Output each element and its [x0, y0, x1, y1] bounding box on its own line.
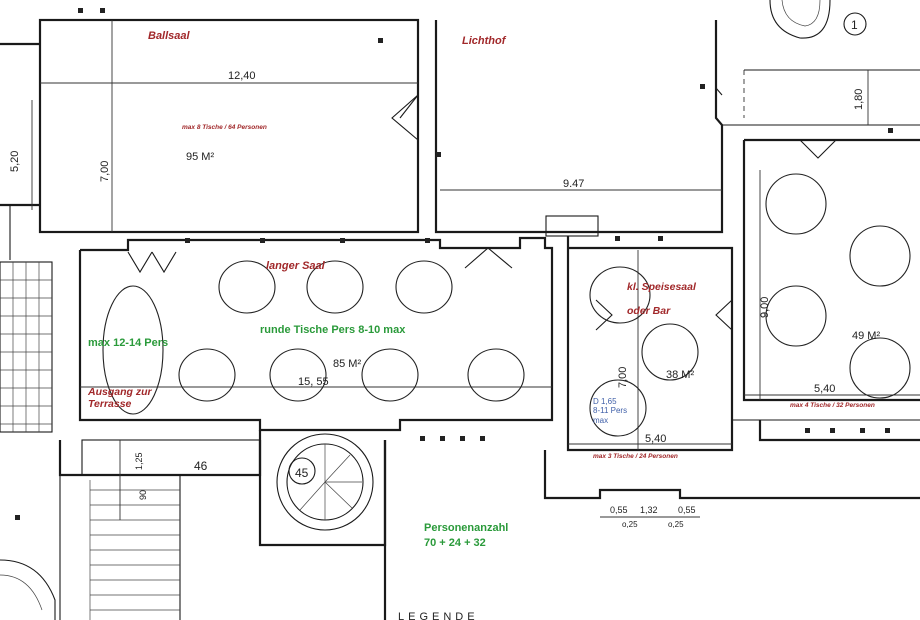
tables-note: runde Tische Pers 8-10 max: [260, 324, 406, 336]
ballsaal-area: 95 M²: [186, 151, 214, 163]
wall-pillars: [15, 8, 893, 520]
table: [178, 348, 236, 402]
langer-saal-outline: [78, 236, 554, 432]
dim-small-5: 0,55: [678, 505, 696, 515]
marker-1-label: 1: [851, 18, 858, 32]
dim-small-4: 1,32: [640, 505, 658, 515]
dimension-lines: [31, 20, 920, 520]
oval-table: [102, 285, 164, 415]
east-room-capacity: max 4 Tische / 32 Personen: [790, 402, 875, 409]
ballsaal-outline: [38, 18, 420, 234]
terrace-grid: [0, 261, 180, 620]
table-note-line3: max: [593, 416, 608, 425]
spiral-staircase: [276, 0, 867, 531]
ballsaal-capacity: max 8 Tische / 64 Personen: [182, 124, 267, 131]
langer-saal-length: 15, 55: [298, 376, 329, 388]
dim-small-7: o,25: [668, 520, 684, 529]
table: [849, 337, 911, 399]
lichthof-outline: [434, 20, 724, 234]
table: [589, 379, 647, 437]
ballsaal-width: 12,40: [228, 70, 256, 82]
exit-note-line2: Terrasse: [88, 398, 132, 410]
table: [395, 260, 453, 314]
dim-small-6: o,25: [622, 520, 638, 529]
tables: [102, 173, 911, 437]
kl-speisesaal-label-line2: oder Bar: [627, 305, 671, 317]
labels: Ballsaal max 8 Tische / 64 Personen 95 M…: [9, 18, 880, 620]
lichthof-width: 9.47: [563, 178, 584, 190]
dim-small-1: 1,25: [134, 452, 144, 470]
east-room-depth: 9,00: [759, 297, 771, 318]
stair-45-label: 45: [295, 466, 309, 480]
summary-formula: 70 + 24 + 32: [424, 537, 486, 549]
table: [269, 348, 327, 402]
ballsaal-label: Ballsaal: [148, 30, 191, 42]
kl-speisesaal-area: 38 M²: [666, 369, 694, 381]
ballsaal-side: 5,20: [9, 151, 21, 172]
table: [589, 266, 651, 324]
east-room-width: 5,40: [814, 383, 835, 395]
marker-circle: [843, 12, 867, 36]
exit-note-line1: Ausgang zur: [87, 386, 152, 398]
lichthof-side: 1,80: [853, 89, 865, 110]
table: [765, 173, 827, 235]
kl-speisesaal-width: 5,40: [645, 433, 666, 445]
table: [218, 260, 276, 314]
table: [641, 323, 699, 381]
east-room-outline: [742, 140, 920, 402]
oval-note: max 12-14 Pers: [88, 337, 168, 349]
stair-46-label: 46: [194, 459, 208, 473]
dim-small-3: 0,55: [610, 505, 628, 515]
table: [467, 348, 525, 402]
lichthof-label: Lichthof: [462, 35, 507, 47]
table: [306, 260, 364, 314]
kl-speisesaal-outline: [566, 236, 734, 452]
langer-saal-area: 85 M²: [333, 358, 361, 370]
kl-speisesaal-depth: 7,00: [617, 367, 629, 388]
ballsaal-depth: 7,00: [99, 161, 111, 182]
walls: [0, 18, 920, 620]
summary-title: Personenanzahl: [424, 522, 508, 534]
table-note-line1: D 1,65: [593, 397, 617, 406]
legend-label: LEGENDE: [398, 611, 479, 620]
table: [849, 225, 911, 287]
table: [765, 285, 827, 347]
table-note-line2: 8-11 Pers: [593, 406, 627, 415]
table: [361, 348, 419, 402]
langer-saal-label: langer Saal: [266, 260, 326, 272]
kl-speisesaal-label-line1: kl. Speisesaal: [627, 281, 697, 293]
doors: [127, 87, 837, 331]
kl-speisesaal-capacity: max 3 Tische / 24 Personen: [593, 453, 678, 460]
dim-small-2: 90: [138, 490, 148, 500]
east-room-area: 49 M²: [852, 330, 880, 342]
